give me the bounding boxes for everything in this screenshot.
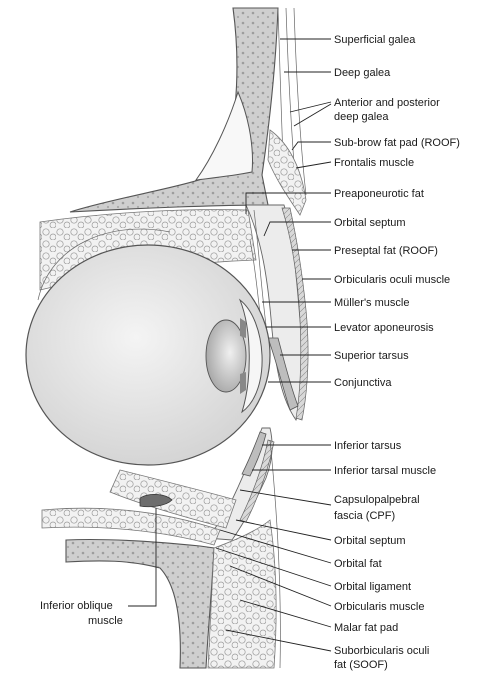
leader-posterior-deep-galea [294, 104, 331, 126]
label-orbital-ligament: Orbital ligament [334, 581, 411, 593]
label-orbital-septum-lower: Orbital septum [334, 535, 406, 547]
label-muller-muscle: Müller's muscle [334, 297, 409, 309]
leader-sub-brow-fat-pad [292, 142, 331, 150]
label-orbicularis-muscle: Orbicularis muscle [334, 601, 424, 613]
frontal-bone [70, 8, 278, 212]
label-anterior-posterior-deep-galea-line2: deep galea [334, 111, 389, 123]
label-preaponeurotic-fat: Preaponeurotic fat [334, 188, 424, 200]
leader-anterior-deep-galea [290, 102, 331, 112]
label-frontalis-muscle: Frontalis muscle [334, 157, 414, 169]
label-inferior-tarsal-muscle: Inferior tarsal muscle [334, 465, 436, 477]
label-inferior-tarsus: Inferior tarsus [334, 440, 402, 452]
label-anterior-posterior-deep-galea-line1: Anterior and posterior [334, 97, 440, 109]
label-levator-aponeurosis: Levator aponeurosis [334, 322, 434, 334]
label-orbital-fat: Orbital fat [334, 558, 382, 570]
label-suborbicularis-oculi-fat-line1: Suborbicularis oculi [334, 645, 429, 657]
label-inferior-oblique-line1: Inferior oblique [40, 600, 113, 612]
label-conjunctiva: Conjunctiva [334, 377, 392, 389]
brow-soft-tissue [268, 130, 306, 215]
label-superficial-galea: Superficial galea [334, 34, 416, 46]
leader-frontalis-muscle [296, 162, 331, 168]
label-malar-fat-pad: Malar fat pad [334, 622, 398, 634]
cheek-soft-tissue [208, 520, 276, 668]
label-inferior-oblique-line2: muscle [88, 615, 123, 627]
label-superior-tarsus: Superior tarsus [334, 350, 409, 362]
label-deep-galea: Deep galea [334, 67, 391, 79]
label-orbital-septum-upper: Orbital septum [334, 217, 406, 229]
label-orbicularis-oculi-muscle: Orbicularis oculi muscle [334, 274, 450, 286]
label-capsulopalpebral-fascia-line2: fascia (CPF) [334, 510, 395, 522]
label-capsulopalpebral-fascia-line1: Capsulopalpebral [334, 494, 420, 506]
label-preseptal-fat: Preseptal fat (ROOF) [334, 245, 438, 257]
label-sub-brow-fat-pad: Sub-brow fat pad (ROOF) [334, 137, 460, 149]
label-suborbicularis-oculi-fat-line2: fat (SOOF) [334, 659, 388, 671]
